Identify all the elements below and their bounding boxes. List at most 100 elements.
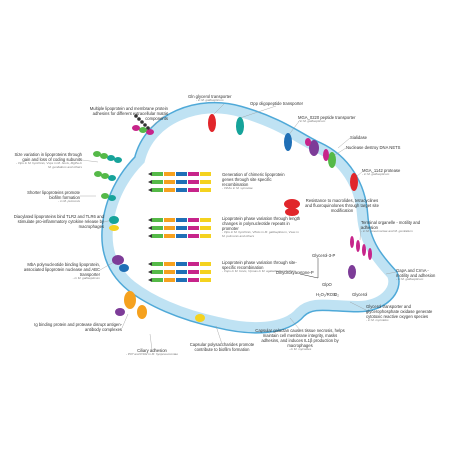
label-mga-protease: MGA_1142 protease - in M. gallisepticum xyxy=(362,168,400,177)
gln-transporter-sub: - in M. gallisepticum xyxy=(196,98,224,102)
promoter-arrow xyxy=(148,188,152,192)
lipoprotein-bead xyxy=(94,171,102,177)
capsular-galactan-text: Capsular galactan causes tissue necrosis… xyxy=(255,328,345,348)
leader-line xyxy=(215,325,223,345)
nuclease-text: Nuclease destroy DNA NETS xyxy=(346,145,401,150)
mbova-protein xyxy=(112,255,124,265)
label-gapa-crma: GapA and CrmA - motility and adhesion - … xyxy=(396,268,442,282)
gene-segment xyxy=(164,172,175,176)
phase-slip-text: Lipoprotein phase variation through leng… xyxy=(222,216,301,231)
label-sialidase: Sialidase xyxy=(350,135,367,140)
gene-segment xyxy=(176,218,187,222)
ciliary-adhesion-sub: - P97 and P102 in M. hyopneumoniae xyxy=(126,352,178,356)
label-terminal-organelle: Terminal organelle - motility and adhesi… xyxy=(361,220,433,234)
mga-protease-sub: - in M. gallisepticum xyxy=(362,172,390,176)
terminal-disc xyxy=(350,236,354,248)
label-opp-transporter: Opp oligopeptide transporter xyxy=(250,101,303,106)
gene-segment xyxy=(200,172,211,176)
lipoprotein-bead xyxy=(101,193,109,199)
terminal-organelle-text: Terminal organelle - motility and adhesi… xyxy=(361,220,421,230)
leader-line xyxy=(81,159,99,163)
leader-line xyxy=(149,333,153,351)
gene-segment xyxy=(176,270,187,274)
gene-segment xyxy=(188,270,199,274)
ciliary-adhesion-text: Ciliary adhesion xyxy=(137,348,167,353)
ribosome-large xyxy=(284,199,300,209)
ribosome-small xyxy=(285,208,299,216)
label-ciliary-adhesion: Ciliary adhesion - P97 and P102 in M. hy… xyxy=(118,348,186,357)
shorter-lipoproteins-sub: - in M. pulmonis xyxy=(58,199,80,203)
promoter-arrow xyxy=(148,180,152,184)
terminal-organelle-sub: - in M. pneumoniae and M. genitalium xyxy=(361,229,413,233)
gene-segment xyxy=(188,234,199,238)
gene-segment xyxy=(164,218,175,222)
lipoprotein-bead xyxy=(100,153,108,159)
glycerol-transporter-text: Glycerol transporter and glycerophosphat… xyxy=(366,304,433,319)
label-resistance: Resistance to macrolides, tetracyclines … xyxy=(302,198,382,213)
promoter-arrow xyxy=(148,172,152,176)
gene-segment xyxy=(152,188,163,192)
gene-segment xyxy=(200,218,211,222)
gene-segment xyxy=(164,278,175,282)
promoter-arrow xyxy=(148,278,152,282)
gene-segment xyxy=(176,226,187,230)
gene-segment xyxy=(200,278,211,282)
nuclease-shape xyxy=(328,152,336,168)
tlr-lipoprotein-subunit xyxy=(109,225,119,231)
o2-text: O₂ xyxy=(334,292,339,297)
mbova-binding-text: MbA polynucleotide binding lipoprotein, … xyxy=(23,262,100,277)
gene-segment xyxy=(164,188,175,192)
ciliary-adhesin xyxy=(124,291,136,309)
resistance-text: Resistance to macrolides, tetracyclines … xyxy=(305,198,379,213)
mga-transporter-shape xyxy=(284,133,292,151)
gene-segment xyxy=(152,172,163,176)
label-glycerol: Glycerol xyxy=(352,292,367,297)
capsule-protein xyxy=(195,314,205,322)
multiple-lipoprotein-text: Multiple lipoprotein and membrane protei… xyxy=(89,106,168,121)
mga-peptide-sub: - in M. gallisepticum xyxy=(298,119,326,123)
gene-segment xyxy=(188,278,199,282)
lipoprotein-bead xyxy=(146,129,154,135)
phase-recombination-text: Lipoprotein phase variation through site… xyxy=(222,260,297,270)
lipoprotein-bead xyxy=(139,127,147,133)
leader-line xyxy=(147,111,169,131)
adhesin-bead xyxy=(143,123,147,127)
adhesin-bead xyxy=(140,120,144,124)
lipoprotein-bead xyxy=(107,155,115,161)
label-glpo: GlpO xyxy=(322,282,332,287)
promoter-arrow xyxy=(148,234,152,238)
label-phase-recombination: Lipoprotein phase variation through site… xyxy=(222,260,298,274)
label-shorter-lipoproteins: Shorter lipoproteins promote biofilm for… xyxy=(18,190,80,204)
label-ig-binding: Ig binding protein and protease disrupt … xyxy=(30,322,122,332)
leader-line xyxy=(289,317,301,331)
glpo-text: GlpO xyxy=(322,282,332,287)
gene-segment xyxy=(152,226,163,230)
chimeric-sub: - VlhAs in M. synoviae xyxy=(222,186,253,190)
glycerol-transporter-shape xyxy=(348,265,356,279)
gene-segment xyxy=(188,218,199,222)
ciliary-adhesin-part xyxy=(137,305,147,319)
h2o2-text: H₂O₂/ROS xyxy=(316,292,336,297)
leader-line xyxy=(359,225,362,241)
lipoprotein-bead xyxy=(101,173,109,179)
mga-protease-text: MGA_1142 protease xyxy=(362,168,401,173)
gene-segment xyxy=(188,188,199,192)
label-o2: O₂ xyxy=(334,292,339,297)
gapa-crma-sub: - in M. gallisepticum xyxy=(396,277,424,281)
gene-segment xyxy=(152,262,163,266)
promoter-arrow xyxy=(148,262,152,266)
label-size-variation: Size variation in lipoproteins through g… xyxy=(14,152,82,170)
opp-transporter-text: Opp oligopeptide transporter xyxy=(250,101,304,106)
label-glycerol-transporter: Glycerol transporter and glycerophosphat… xyxy=(366,304,444,323)
label-glycerol-3p: Glycerol-3-P xyxy=(312,253,335,258)
gene-segment xyxy=(200,226,211,230)
gene-segment xyxy=(176,188,187,192)
glycerol-transporter-sub: - in M. mycoides xyxy=(366,318,389,322)
protease-shape xyxy=(350,173,358,191)
label-phase-slip: Lipoprotein phase variation through leng… xyxy=(222,216,302,239)
label-mbova-binding: MbA polynucleotide binding lipoprotein, … xyxy=(10,262,100,281)
lipoprotein-bead xyxy=(114,157,122,163)
gene-segment xyxy=(176,180,187,184)
gene-segment xyxy=(200,270,211,274)
dhap-text: Dihydroxyacetone-P xyxy=(276,270,314,275)
